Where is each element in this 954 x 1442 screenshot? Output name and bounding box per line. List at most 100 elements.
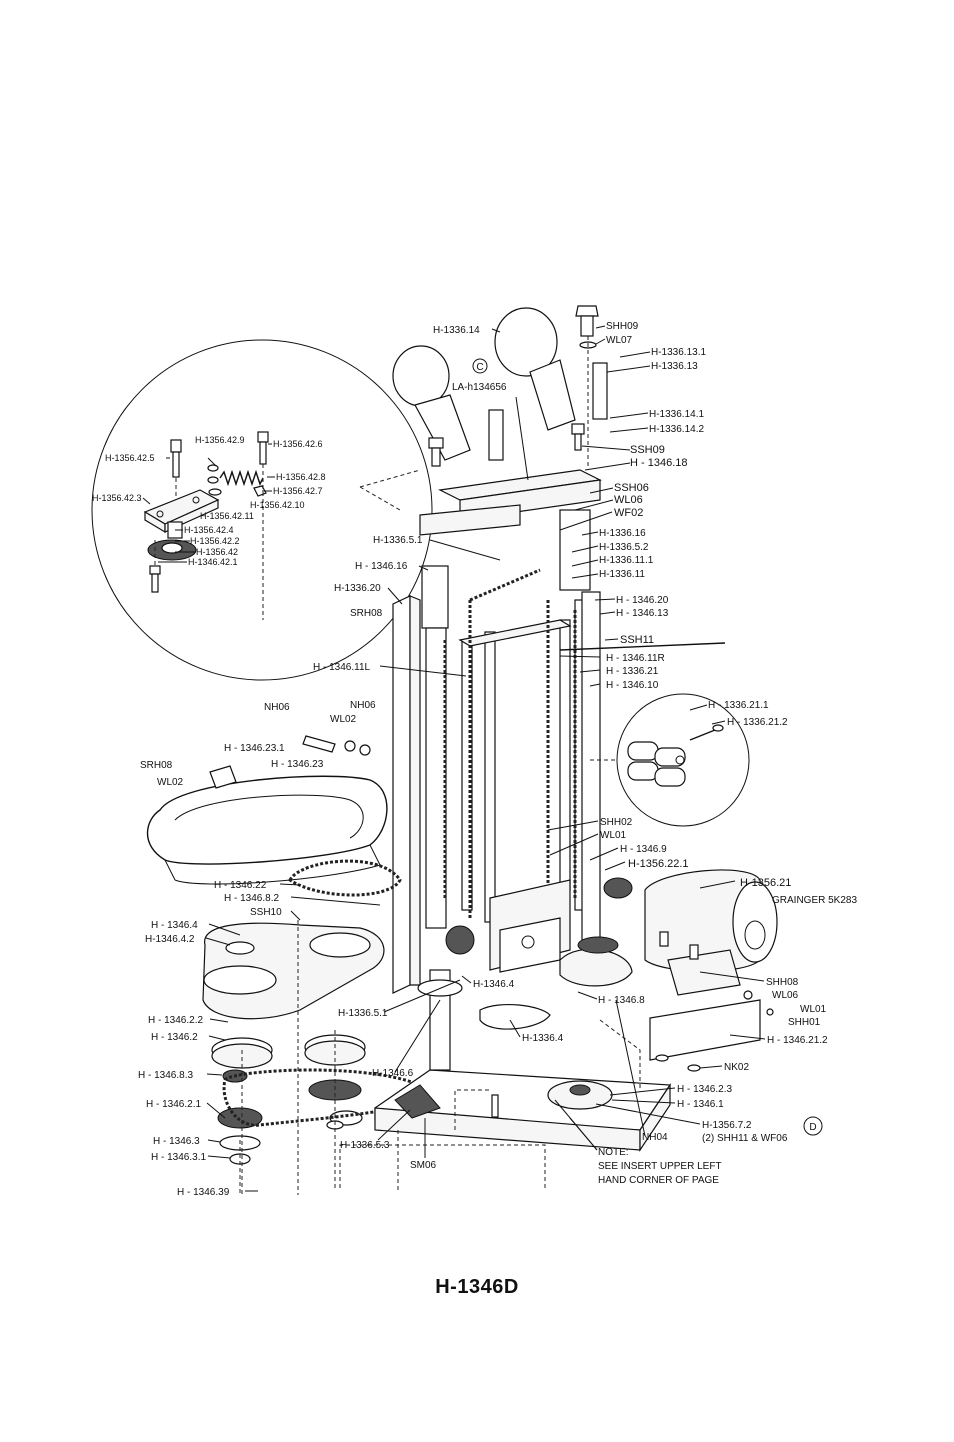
label-note-line2: HAND CORNER OF PAGE — [598, 1175, 719, 1186]
label-nh06-left: NH06 — [264, 702, 290, 713]
label-srh08-top: SRH08 — [350, 608, 383, 619]
label-h1346-4: H - 1346.4 — [151, 920, 198, 931]
callout-d-circle — [803, 1116, 823, 1136]
label-h1346-3-1: H - 1346.3.1 — [151, 1152, 206, 1163]
label-inset-h1356-42-10: H-1356.42.10 — [250, 500, 305, 510]
label-wl06-right: WL06 — [772, 990, 799, 1001]
label-h1346-13: H - 1346.13 — [616, 608, 669, 619]
label-h1336-5-1-top: H-1336.5.1 — [373, 535, 423, 546]
label-h1346-9: H - 1346.9 — [620, 844, 667, 855]
label-inset-h1356-42-8: H-1356.42.8 — [276, 472, 326, 482]
label-note-line1: SEE INSERT UPPER LEFT — [598, 1161, 722, 1172]
label-shh08: SHH08 — [766, 977, 799, 988]
label-h1346-8: H - 1346.8 — [598, 995, 645, 1006]
label-ssh11: SSH11 — [620, 634, 654, 646]
label-shh01: SHH01 — [788, 1017, 821, 1028]
label-inset-h1356-42-9: H-1356.42.9 — [195, 435, 245, 445]
label-wl01-mid: WL01 — [600, 830, 627, 841]
label-h1346-18: H - 1346.18 — [630, 457, 687, 469]
label-inset-h1346-42-1: H-1346.42.1 — [188, 557, 238, 567]
label-shh02: SHH02 — [600, 817, 633, 828]
label-h1336-13-1: H-1336.13.1 — [651, 347, 706, 358]
label-sm06: SM06 — [410, 1160, 437, 1171]
label-h1336-20: H-1336.20 — [334, 583, 381, 594]
inset-detail — [91, 339, 433, 681]
label-h1346-3: H - 1346.3 — [153, 1136, 200, 1147]
label-h1346-8-2: H - 1346.8.2 — [224, 893, 279, 904]
label-callout-c: C — [476, 362, 483, 373]
label-inset-h1356-42-5: H-1356.42.5 — [105, 453, 155, 463]
label-h1346-23-1: H - 1346.23.1 — [224, 743, 285, 754]
label-shh09: SHH09 — [606, 321, 639, 332]
label-h1336-16-top: H-1336.16 — [599, 528, 646, 539]
label-la-h134656: LA-h134656 — [452, 382, 507, 393]
label-h1356-22-1: H-1356.22.1 — [628, 858, 689, 870]
label-h1346-16: H - 1346.16 — [355, 561, 408, 572]
label-h1346-10: H - 1346.10 — [606, 680, 659, 691]
label-grainger-motor: GRAINGER 5K283 — [772, 895, 857, 906]
handle-assembly — [359, 305, 608, 536]
label-h1346-4-center: H-1346.4 — [473, 979, 515, 990]
label-h1346-1: H - 1346.1 — [677, 1099, 724, 1110]
label-wl01-right: WL01 — [800, 1004, 827, 1015]
label-h1336-11-1: H-1336.11.1 — [599, 555, 654, 566]
label-nk02: NK02 — [724, 1062, 749, 1073]
label-h1346-23: H - 1346.23 — [271, 759, 324, 770]
label-h1346-2-3: H - 1346.2.3 — [677, 1084, 732, 1095]
label-h1336-14: H-1336.14 — [433, 325, 480, 336]
label-h1346-2-1: H - 1346.2.1 — [146, 1099, 201, 1110]
label-h1346-21-2: H - 1346.21.2 — [767, 1035, 828, 1046]
label-wl02-top: WL02 — [330, 714, 357, 725]
label-h1336-21-1: H - 1336.21.1 — [708, 700, 769, 711]
label-h1346-2-2: H - 1346.2.2 — [148, 1015, 203, 1026]
label-shh11-wf06: (2) SHH11 & WF06 — [702, 1133, 788, 1144]
label-h1336-5-3: H-1336.5.3 — [340, 1140, 390, 1151]
label-h1346-2: H - 1346.2 — [151, 1032, 198, 1043]
label-h1336-14-2: H-1336.14.2 — [649, 424, 704, 435]
label-ssh10: SSH10 — [250, 907, 282, 918]
label-h1336-11: H-1336.11 — [599, 569, 645, 580]
label-h1336-14-1: H-1336.14.1 — [649, 409, 704, 420]
label-wl06-top: WL06 — [614, 494, 643, 506]
label-inset-h1356-42-2: H-1356.42.2 — [190, 536, 240, 546]
label-ssh09: SSH09 — [630, 444, 665, 456]
label-wl02-left: WL02 — [157, 777, 184, 788]
label-h1336-21-2: H - 1336.21.2 — [727, 717, 788, 728]
chain-detail — [590, 693, 750, 827]
motor — [603, 869, 778, 1072]
label-note-heading: NOTE: — [598, 1147, 629, 1158]
main-frame — [392, 509, 601, 994]
label-h1346-6: H-1346.6 — [372, 1068, 414, 1079]
page-caption: H-1346D — [435, 1276, 519, 1298]
label-nh04: NH04 — [642, 1132, 668, 1143]
label-inset-h1356-42: H-1356.42 — [196, 547, 238, 557]
motor-mount-plate — [202, 920, 433, 1195]
label-inset-h1356-42-6: H-1356.42.6 — [273, 439, 323, 449]
label-h1336-4: H-1336.4 — [522, 1033, 564, 1044]
label-inset-h1356-42-4: H-1356.42.4 — [184, 525, 234, 535]
label-h1336-5-2: H-1336.5.2 — [599, 542, 649, 553]
label-h1356-21: H-1356.21 — [740, 877, 791, 889]
label-callout-d: D — [809, 1122, 816, 1133]
label-h1346-11r: H - 1346.11R — [606, 653, 665, 664]
label-h1336-5-1-mid: H-1336.5.1 — [338, 1008, 388, 1019]
label-nh06-right: NH06 — [350, 700, 376, 711]
label-h1336-21: H - 1336.21 — [606, 666, 659, 677]
label-h1346-8-3: H - 1346.8.3 — [138, 1070, 193, 1081]
label-wl07: WL07 — [606, 335, 633, 346]
label-inset-h1356-42-11: H-1356.42.11 — [200, 511, 254, 521]
label-inset-h1356-42-3: H-1356.42.3 — [92, 493, 142, 503]
label-h1346-39: H - 1346.39 — [177, 1187, 230, 1198]
label-srh08-left: SRH08 — [140, 760, 173, 771]
label-h1356-7-2: H-1356.7.2 — [702, 1120, 752, 1131]
label-wf02: WF02 — [614, 507, 643, 519]
belt — [146, 735, 402, 897]
label-inset-h1356-42-7: H-1356.42.7 — [273, 486, 323, 496]
label-h1346-22: H - 1346.22 — [214, 880, 267, 891]
label-h1346-20: H - 1346.20 — [616, 595, 669, 606]
label-h1336-13: H-1336.13 — [651, 361, 698, 372]
leader-lines — [142, 325, 766, 1192]
callout-c-circle — [472, 358, 488, 374]
part-labels: H-1336.14 C LA-h134656 SHH09 WL07 H-1336… — [92, 321, 857, 1198]
